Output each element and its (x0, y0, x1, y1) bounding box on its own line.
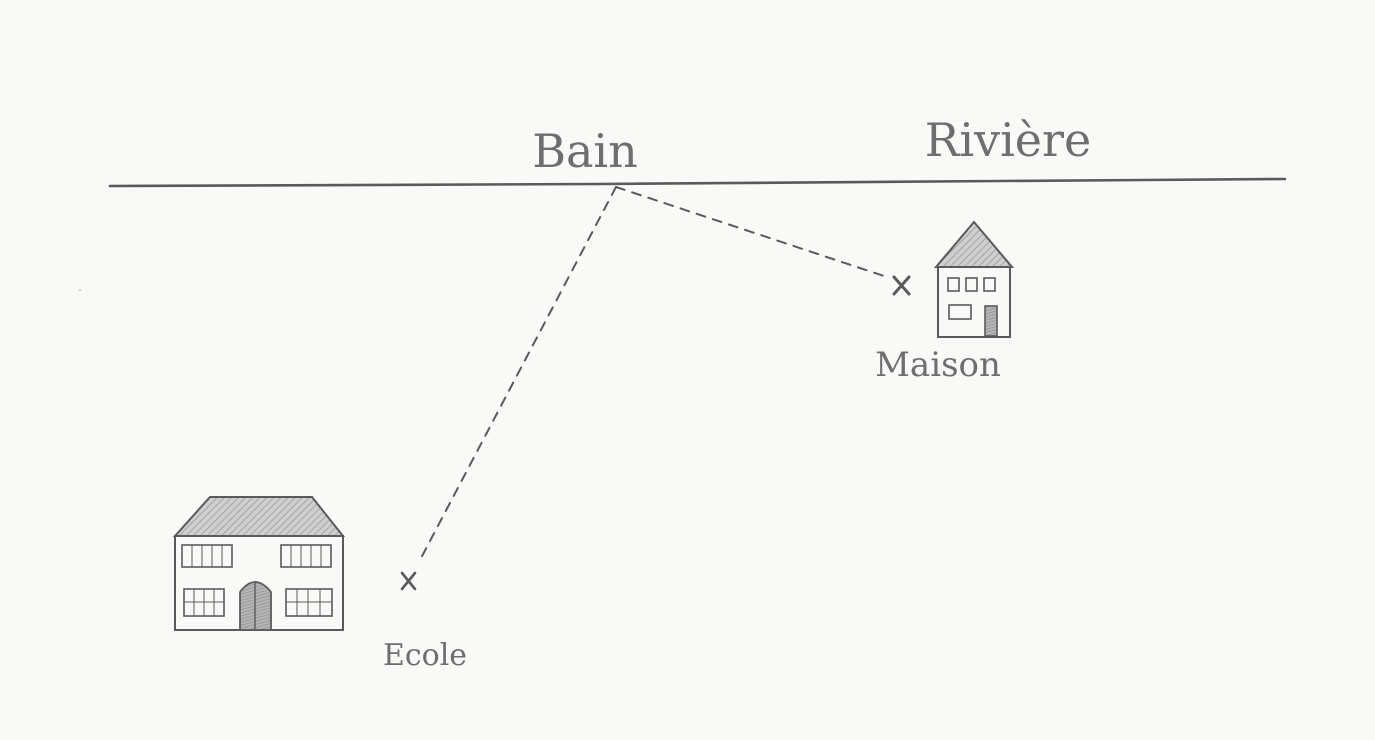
ecole-x-marker (400, 571, 417, 591)
ecole-building-icon (172, 496, 346, 631)
river-line (108, 177, 1287, 188)
maison-x-marker (892, 275, 911, 296)
maison-house-icon (933, 220, 1015, 338)
riviere-label: Rivière (925, 113, 1091, 167)
maison-label: Maison (875, 345, 1001, 385)
paper-speck (79, 289, 81, 291)
bain-label: Bain (532, 124, 638, 178)
route-bain-to-maison (615, 186, 891, 279)
route-bain-to-ecole (419, 186, 617, 561)
ecole-label: Ecole (383, 638, 467, 673)
